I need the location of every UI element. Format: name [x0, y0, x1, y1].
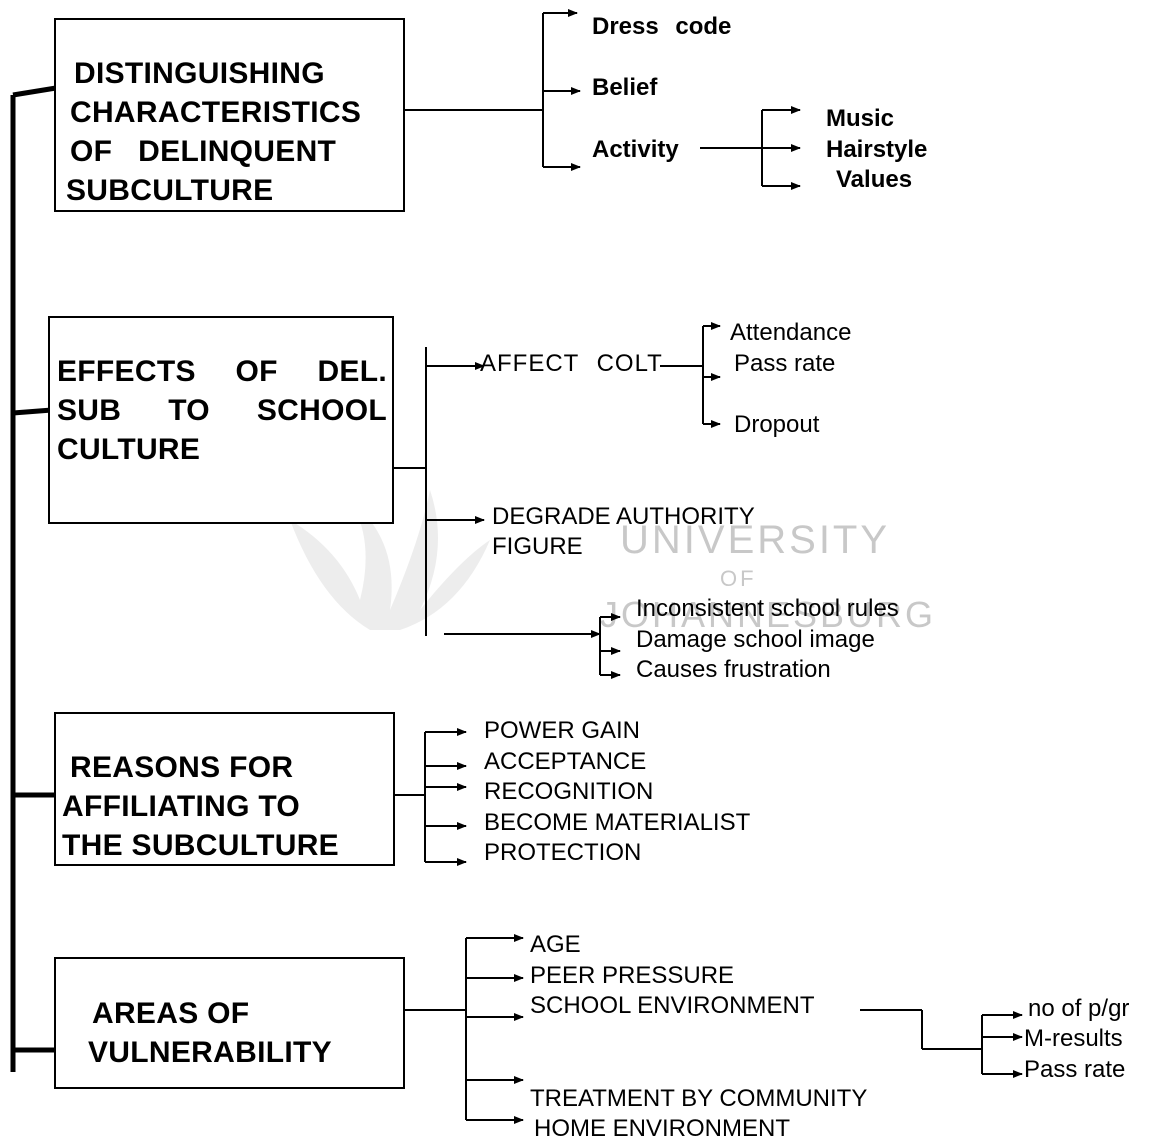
leaf-acceptance: ACCEPTANCE [484, 748, 647, 775]
heading-line: SUBCULTURE [66, 174, 274, 207]
leaf-school-environment: SCHOOL ENVIRONMENT [530, 992, 815, 1019]
box-distinguishing-characteristics [54, 18, 405, 212]
heading-line: CULTURE [57, 433, 201, 466]
leaf-attendance: Attendance [730, 319, 852, 346]
watermark-line-3: JOHANNESBURG [600, 594, 937, 635]
box-reasons-for-affiliating-title: REASONS FOR AFFILIATING TO THE SUBCULTUR… [62, 748, 339, 865]
leaf-dropout: Dropout [734, 411, 820, 438]
heading-word: DEL. [317, 355, 387, 388]
leaf-dress-code: Dress code [592, 13, 732, 40]
heading-line: DISTINGUISHING [74, 57, 325, 90]
leaf-pass-rate: Pass rate [734, 350, 836, 377]
heading-line: AREAS OF [92, 997, 250, 1030]
leaf-age: AGE [530, 931, 581, 958]
box-effects-on-school-culture-title: EFFECTS OF DEL. SUB TO SCHOOL CULTURE [57, 352, 387, 469]
leaf-no-of-pgr: no of p/gr [1028, 995, 1130, 1022]
leaf-causes-frustration: Causes frustration [636, 656, 831, 683]
leaf-hairstyle: Hairstyle [826, 136, 928, 163]
heading-line: CHARACTERISTICS [70, 96, 362, 129]
leaf-home-environment: HOME ENVIRONMENT [534, 1115, 791, 1140]
heading-line: REASONS FOR [70, 751, 294, 784]
leaf-pass-rate-2: Pass rate [1024, 1056, 1126, 1083]
leaf-damage-image: Damage school image [636, 626, 875, 653]
leaf-power-gain: POWER GAIN [484, 717, 641, 744]
leaf-affect-colt: AFFECT COLT [480, 350, 663, 377]
leaf-activity: Activity [592, 136, 679, 163]
leaf-figure: FIGURE [492, 533, 583, 560]
leaf-m-results: M-results [1024, 1025, 1123, 1052]
box-areas-of-vulnerability-title: AREAS OF VULNERABILITY [88, 994, 332, 1072]
heading-word: SCHOOL [256, 394, 387, 427]
heading-word: TO [168, 394, 210, 427]
leaf-degrade-authority: DEGRADE AUTHORITY [492, 503, 755, 530]
leaf-belief: Belief [592, 74, 658, 101]
box-distinguishing-characteristics-title: DISTINGUISHING CHARACTERISTICS OF DELINQ… [66, 54, 361, 210]
heading-line: OF DELINQUENT [70, 135, 337, 168]
heading-word: SUB [57, 394, 122, 427]
leaf-protection: PROTECTION [484, 839, 642, 866]
leaf-inconsistent-rules: Inconsistent school rules [636, 595, 899, 622]
heading-line: VULNERABILITY [88, 1036, 332, 1069]
university-crest-watermark [290, 490, 490, 630]
leaf-music: Music [826, 105, 895, 132]
box-areas-of-vulnerability [54, 957, 405, 1089]
box-reasons-for-affiliating [54, 712, 395, 866]
box-effects-on-school-culture [48, 316, 394, 524]
leaf-treatment-by-community: TREATMENT BY COMMUNITY [530, 1085, 868, 1112]
leaf-become-materialist: BECOME MATERIALIST [484, 809, 751, 836]
heading-line: THE SUBCULTURE [62, 829, 339, 862]
heading-word: EFFECTS [57, 355, 196, 388]
heading-line: AFFILIATING TO [62, 790, 301, 823]
leaf-values: Values [836, 166, 913, 193]
watermark-line-2: OF [720, 566, 757, 591]
heading-word: OF [235, 355, 278, 388]
watermark-line-1: UNIVERSITY [620, 518, 891, 562]
leaf-recognition: RECOGNITION [484, 778, 654, 805]
leaf-peer-pressure: PEER PRESSURE [530, 962, 735, 989]
